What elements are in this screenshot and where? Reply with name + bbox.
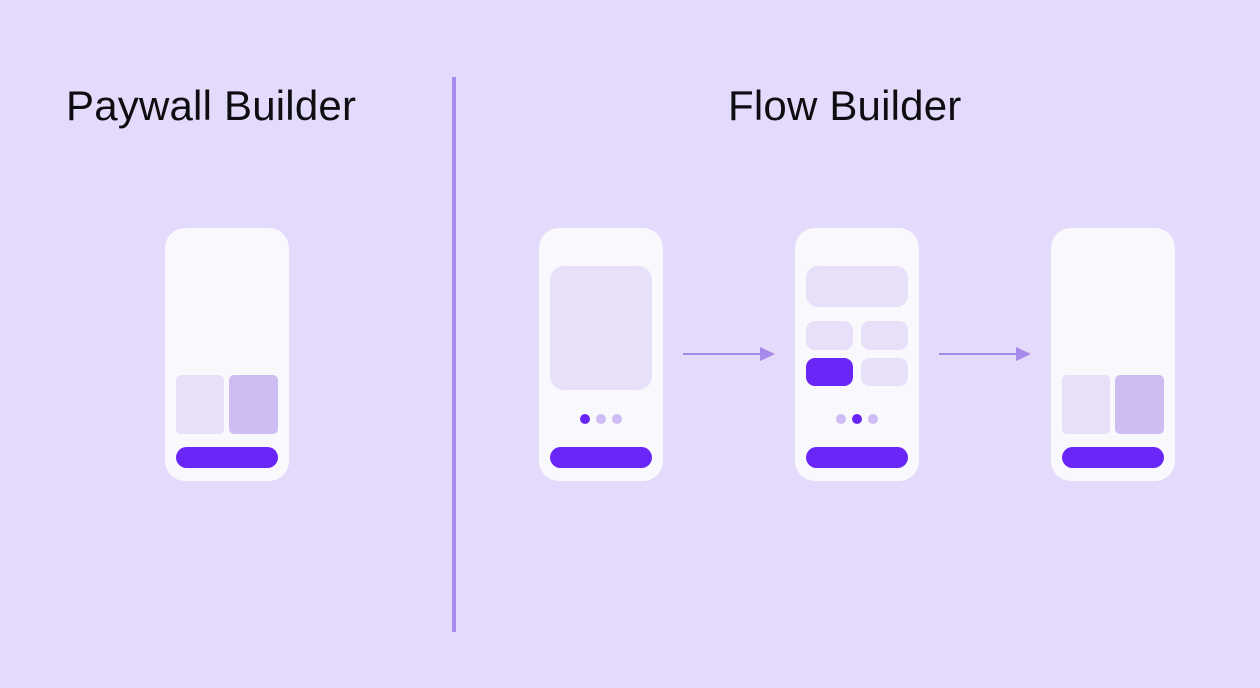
flow-builder-title: Flow Builder (728, 82, 962, 129)
section-divider (452, 77, 456, 632)
flow-screen-2 (795, 228, 919, 481)
option-tile-left (1062, 375, 1110, 434)
header-card-placeholder (806, 266, 908, 307)
cta-button (806, 447, 908, 468)
choice-option-4 (861, 358, 908, 386)
option-tile-left (176, 375, 224, 434)
choice-option-3-selected (806, 358, 853, 386)
option-tile-right (229, 375, 278, 434)
flow-arrow-2 (939, 347, 1031, 361)
page-dot-1 (836, 414, 846, 424)
page-dot-3 (612, 414, 622, 424)
hero-image-placeholder (550, 266, 652, 390)
option-tile-right (1115, 375, 1164, 434)
flow-arrow-1 (683, 347, 775, 361)
paywall-screen (165, 228, 289, 481)
cta-button (550, 447, 652, 468)
page-dot-3 (868, 414, 878, 424)
flow-screen-1 (539, 228, 663, 481)
page-dot-2 (852, 414, 862, 424)
cta-button (176, 447, 278, 468)
page-dot-2 (596, 414, 606, 424)
cta-button (1062, 447, 1164, 468)
choice-option-2 (861, 321, 908, 350)
flow-screen-3 (1051, 228, 1175, 481)
choice-option-1 (806, 321, 853, 350)
page-dot-1 (580, 414, 590, 424)
paywall-builder-title: Paywall Builder (66, 82, 357, 129)
